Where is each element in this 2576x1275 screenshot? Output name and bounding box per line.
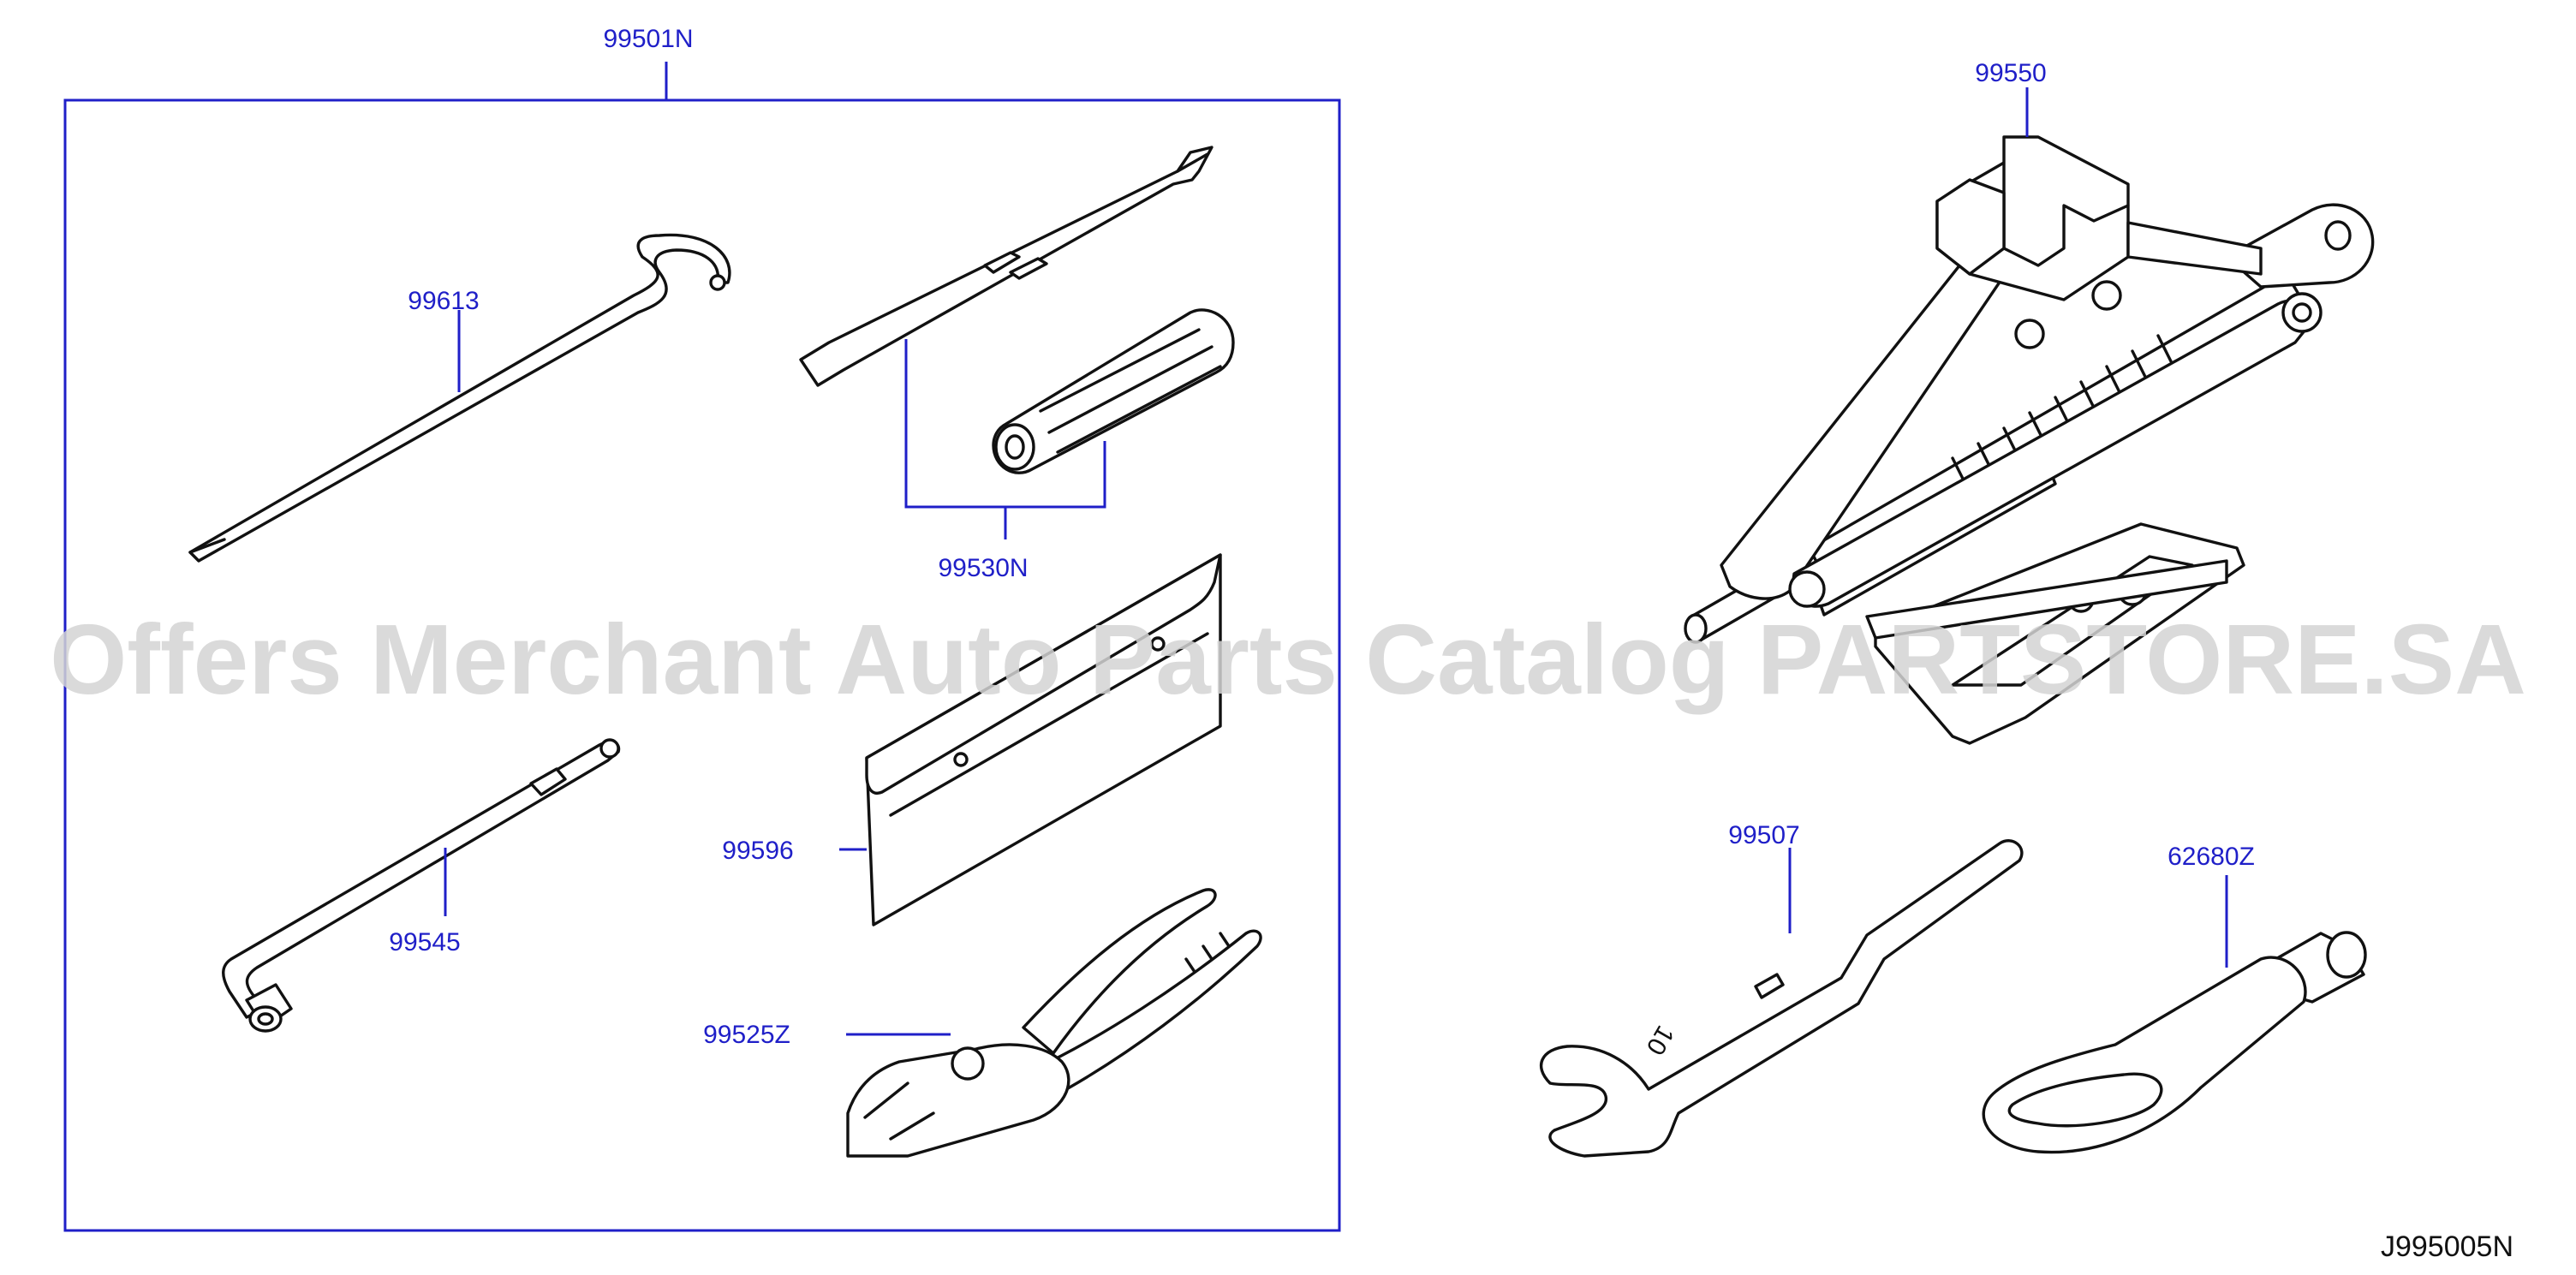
callout-jack[interactable]: 99550 xyxy=(1975,59,2046,87)
part-screwdriver-handle[interactable] xyxy=(992,308,1235,474)
part-tool-bag[interactable] xyxy=(865,553,1222,926)
figure-code: J995005N xyxy=(2381,1230,2513,1263)
part-wheel-wrench[interactable] xyxy=(222,738,621,1033)
spanner-size-mark: 10 xyxy=(1641,1021,1679,1059)
callout-wheel-wrench[interactable]: 99545 xyxy=(389,928,460,956)
part-pliers[interactable] xyxy=(846,888,1262,1158)
callout-tow-hook[interactable]: 62680Z xyxy=(2168,843,2255,871)
callout-kit[interactable]: 99501N xyxy=(603,25,693,53)
part-screwdriver-shaft[interactable] xyxy=(799,146,1213,387)
part-hook-rod[interactable] xyxy=(188,233,731,563)
callout-hook[interactable]: 99613 xyxy=(408,287,479,315)
callout-screwdriver-set[interactable]: 99530N xyxy=(938,554,1028,582)
tool-kit-frame xyxy=(63,98,1341,1232)
callout-pliers[interactable]: 99525Z xyxy=(703,1021,790,1049)
part-jack[interactable] xyxy=(1684,135,2375,745)
part-tow-hook[interactable] xyxy=(1982,931,2367,1154)
callout-spanner[interactable]: 99507 xyxy=(1728,821,1799,849)
callout-tool-bag[interactable]: 99596 xyxy=(722,837,793,865)
part-spanner[interactable] xyxy=(1539,839,2024,1158)
watermark: Offers Merchant Auto Parts Catalog PARTS… xyxy=(50,604,2526,715)
